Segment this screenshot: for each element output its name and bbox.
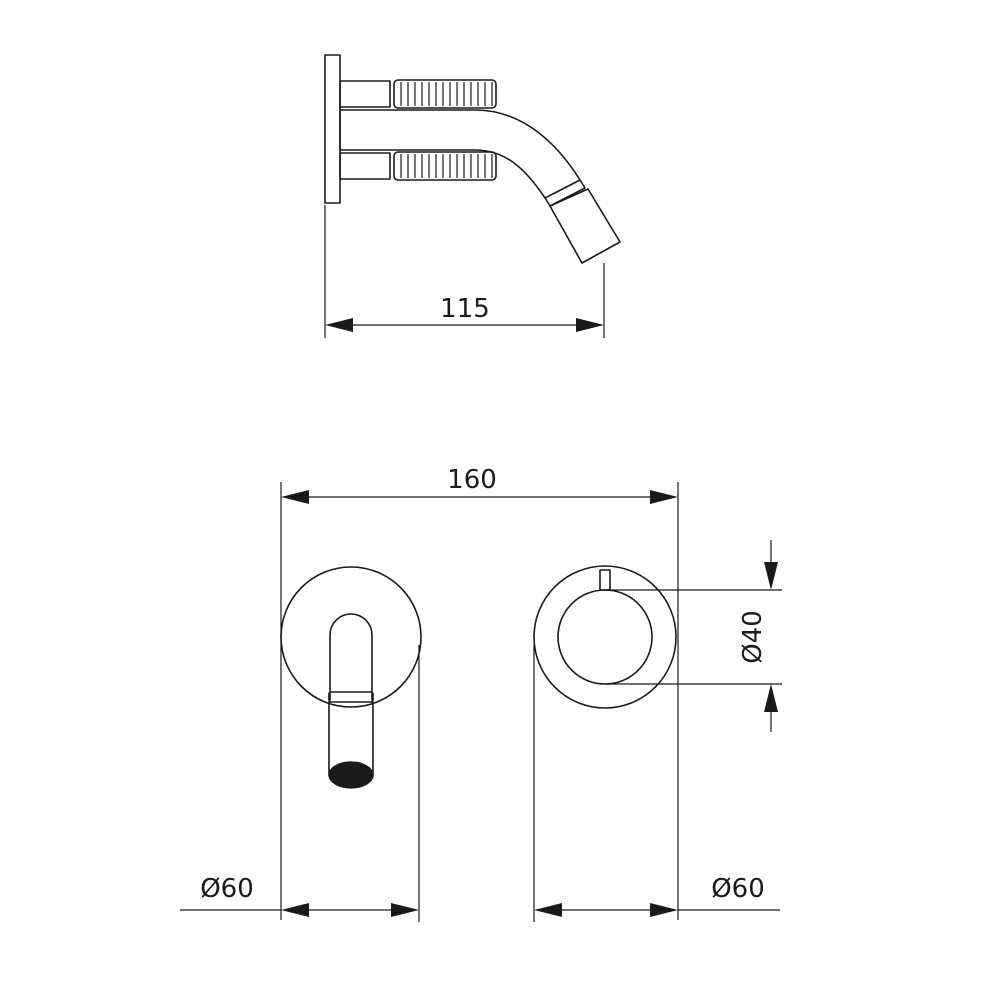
side-curved-spout [339,109,581,199]
dimension-mixer-plate: Ø60 [533,645,780,922]
dimension-handle-diameter: Ø40 [605,540,782,732]
dimension-label-40: Ø40 [738,610,768,664]
side-wall-plate [324,54,341,204]
side-lower-connector [339,152,391,180]
front-handle-indicator [599,569,611,591]
front-spout-rosette [280,566,422,708]
side-upper-connector [339,80,391,108]
dimension-label-60-right: Ø60 [711,874,765,904]
dimension-label-160: 160 [447,465,497,495]
front-mixer-handle [557,589,653,685]
dimension-side-depth: 115 [324,205,605,338]
front-spout-ring [328,691,374,703]
front-spout-lower [328,701,374,777]
front-mixer-rosette [533,565,677,709]
dimension-label-115: 115 [440,294,490,324]
side-aerator [549,188,621,264]
front-spout-body [329,613,373,701]
dimension-spout-plate: Ø60 [180,645,420,922]
front-mixer-assembly [533,565,677,709]
front-aerator-outlet [328,761,374,789]
front-spout-assembly [280,566,422,789]
side-spout-neck [544,179,586,207]
dimension-total-width: 160 [280,465,679,920]
side-view [324,54,621,264]
dimension-label-60-left: Ø60 [200,874,254,904]
side-lower-ribbed-sleeve [393,151,497,181]
side-upper-ribbed-sleeve [393,79,497,109]
